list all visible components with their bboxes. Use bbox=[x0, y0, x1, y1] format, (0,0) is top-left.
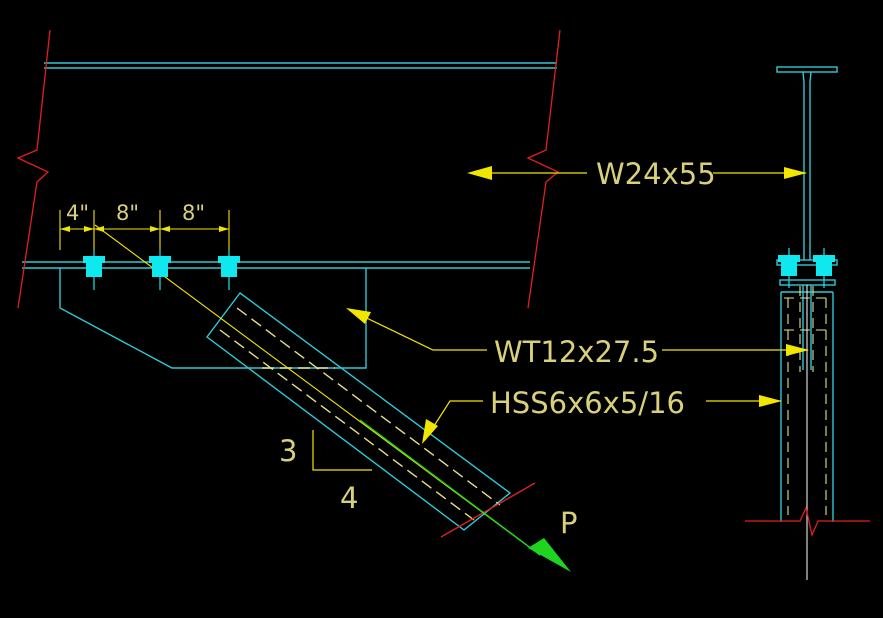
bolt-group-section bbox=[778, 248, 835, 288]
wt-stem-gusset bbox=[59, 268, 367, 369]
break-line-icon bbox=[16, 29, 561, 309]
beam-elevation bbox=[22, 62, 557, 269]
bolt-icon bbox=[813, 248, 835, 288]
arrowhead-icon bbox=[346, 166, 809, 444]
dimension-4in: 4" bbox=[66, 201, 89, 225]
dimension-8in-b: 8" bbox=[182, 201, 205, 225]
slope-rise: 3 bbox=[279, 434, 297, 468]
dimension-8in-a: 8" bbox=[116, 201, 139, 225]
bolt-icon bbox=[83, 250, 105, 290]
bolt-group bbox=[83, 250, 240, 290]
beam-callout: W24x55 bbox=[596, 157, 716, 191]
slope-run: 4 bbox=[340, 481, 358, 515]
bolt-icon bbox=[149, 250, 171, 290]
beam-section bbox=[776, 66, 838, 522]
hss-section-hidden bbox=[784, 286, 830, 515]
hss-brace bbox=[206, 292, 536, 538]
brace-centerline bbox=[359, 419, 541, 556]
slope-triangle bbox=[312, 430, 372, 471]
arrowhead-icon bbox=[60, 226, 229, 232]
bolt-icon bbox=[218, 250, 240, 290]
force-arrow-icon bbox=[528, 538, 571, 572]
bolt-icon bbox=[778, 248, 800, 288]
brace-callout: HSS6x6x5/16 bbox=[490, 386, 685, 420]
break-line-icon bbox=[745, 505, 870, 538]
tee-callout: WT12x27.5 bbox=[494, 335, 659, 369]
force-label: P bbox=[560, 506, 578, 540]
